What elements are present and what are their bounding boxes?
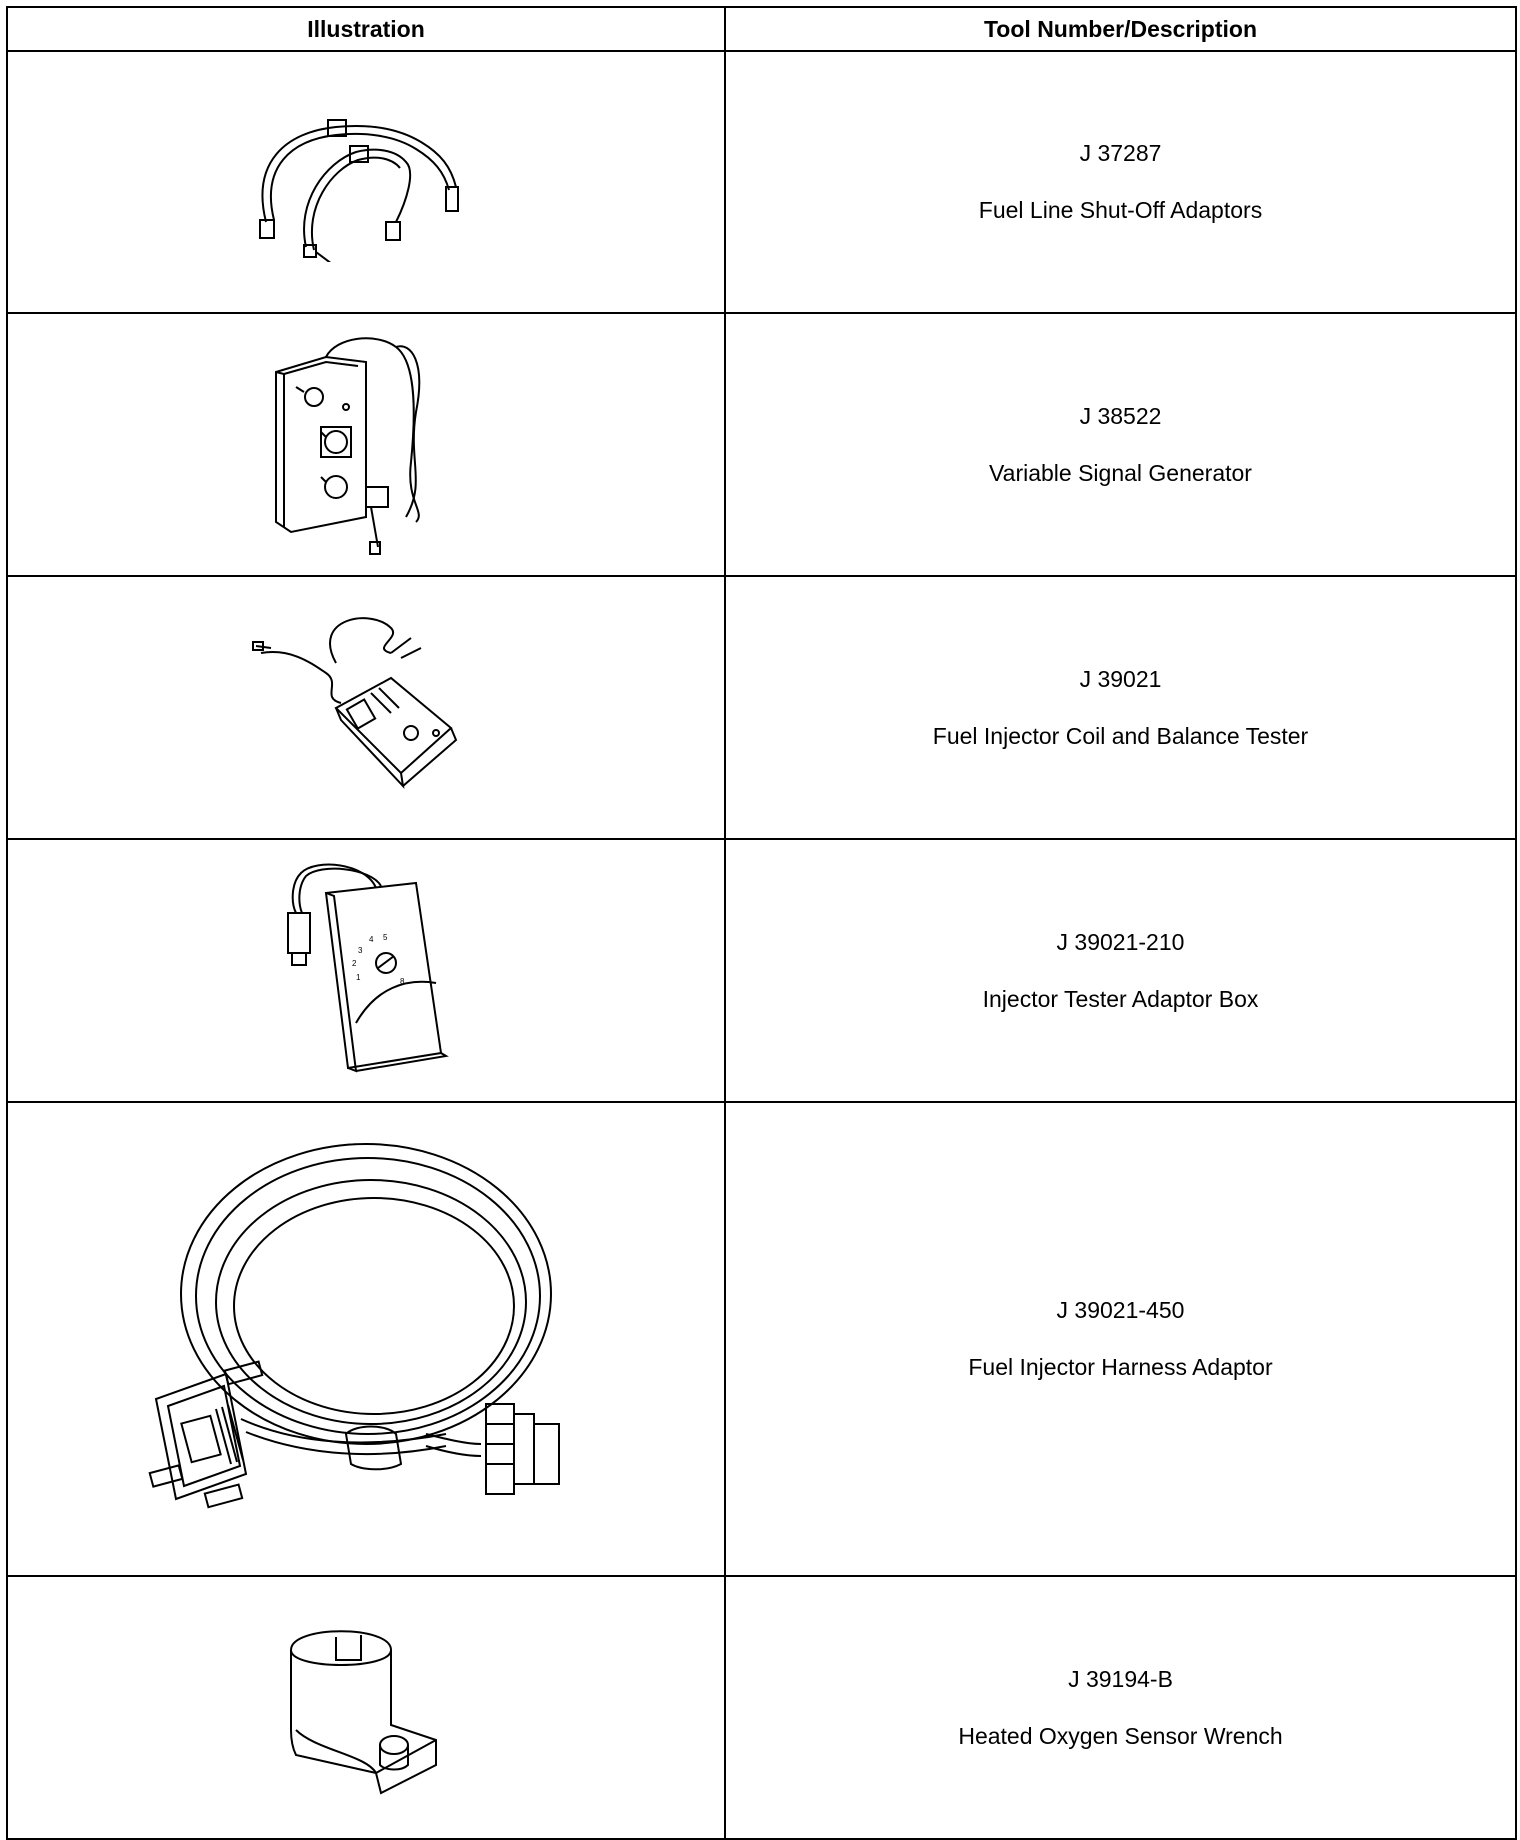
table-row: J 39021-450 Fuel Injector Harness Adapto…: [6, 1101, 1517, 1577]
tool-number: J 38522: [1079, 402, 1162, 429]
header-row: Illustration Tool Number/Description: [6, 6, 1517, 52]
injector-tester-icon: [251, 608, 481, 808]
table-row: J 39021 Fuel Injector Coil and Balance T…: [6, 575, 1517, 840]
illustration-header: Illustration: [6, 6, 726, 52]
description-cell: J 37287 Fuel Line Shut-Off Adaptors: [724, 50, 1517, 314]
table-row: J 39194-B Heated Oxygen Sensor Wrench: [6, 1575, 1517, 1840]
adaptor-box-icon: 3 4 5 2 1 8: [276, 858, 456, 1083]
special-tools-table: Illustration Tool Number/Description: [6, 6, 1517, 1840]
tool-number: J 39021-210: [1056, 928, 1185, 955]
tool-number: J 39194-B: [1068, 1665, 1173, 1692]
svg-text:1: 1: [356, 973, 361, 982]
tool-description: Variable Signal Generator: [989, 459, 1252, 486]
tool-header: Tool Number/Description: [724, 6, 1517, 52]
svg-text:8: 8: [400, 977, 405, 986]
tool-description: Injector Tester Adaptor Box: [982, 985, 1259, 1012]
illustration-cell: 3 4 5 2 1 8: [6, 838, 726, 1103]
description-cell: J 38522 Variable Signal Generator: [724, 312, 1517, 577]
tool-description: Fuel Line Shut-Off Adaptors: [978, 197, 1263, 223]
tool-number: J 39021-450: [1056, 1297, 1185, 1323]
oxygen-sensor-wrench-icon: [276, 1615, 456, 1800]
fuel-line-adaptors-icon: [246, 102, 486, 262]
description-cell: J 39021-450 Fuel Injector Harness Adapto…: [724, 1101, 1517, 1577]
illustration-cell: [6, 575, 726, 840]
illustration-cell: [6, 1101, 726, 1577]
illustration-cell: [6, 312, 726, 577]
harness-adaptor-icon: [146, 1134, 586, 1544]
signal-generator-icon: [266, 332, 466, 557]
tool-number: J 37287: [1079, 140, 1162, 166]
table-row: J 38522 Variable Signal Generator: [6, 312, 1517, 577]
tool-description: Heated Oxygen Sensor Wrench: [958, 1722, 1283, 1749]
tool-description: Fuel Injector Harness Adaptor: [968, 1354, 1273, 1380]
illustration-cell: [6, 1575, 726, 1840]
description-cell: J 39021-210 Injector Tester Adaptor Box: [724, 838, 1517, 1103]
svg-text:2: 2: [352, 959, 357, 968]
table-row: J 37287 Fuel Line Shut-Off Adaptors: [6, 50, 1517, 314]
illustration-cell: [6, 50, 726, 314]
svg-text:4: 4: [369, 935, 374, 944]
tool-description: Fuel Injector Coil and Balance Tester: [932, 722, 1309, 749]
table-row: 3 4 5 2 1 8 J 39021-210 Injector Tester …: [6, 838, 1517, 1103]
tool-number: J 39021: [1079, 665, 1162, 692]
description-cell: J 39194-B Heated Oxygen Sensor Wrench: [724, 1575, 1517, 1840]
svg-text:3: 3: [358, 946, 363, 955]
description-cell: J 39021 Fuel Injector Coil and Balance T…: [724, 575, 1517, 840]
svg-text:5: 5: [383, 933, 388, 942]
